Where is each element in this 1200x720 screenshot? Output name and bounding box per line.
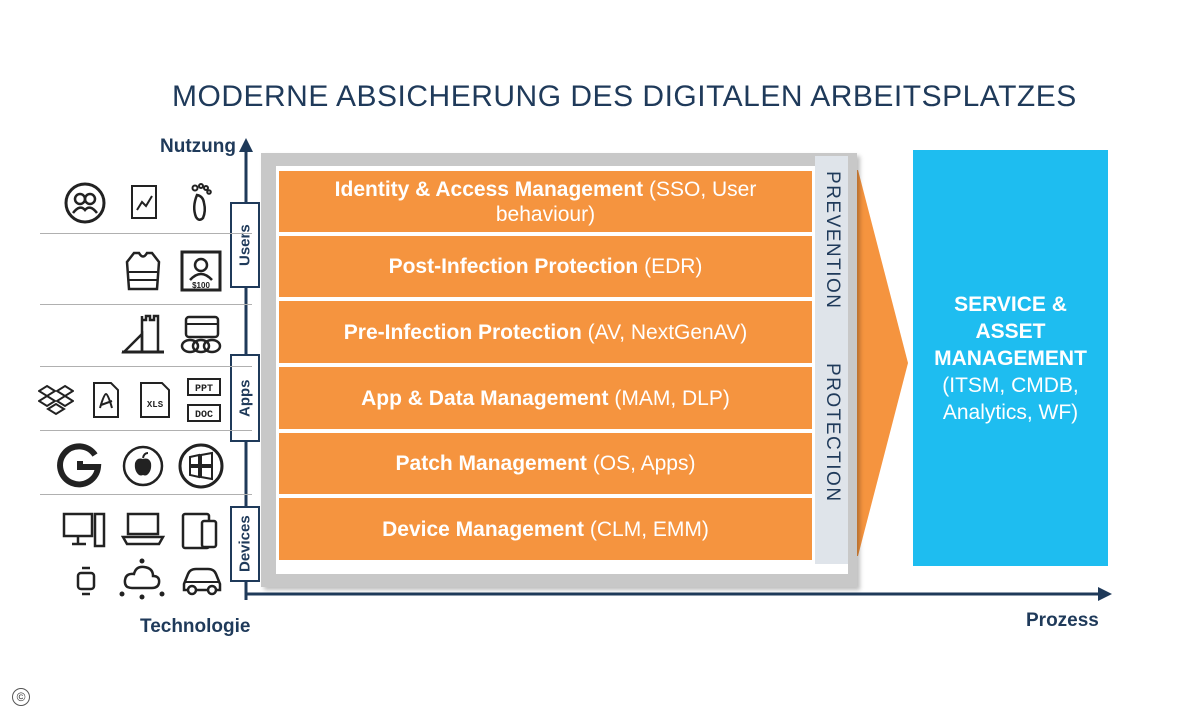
prevention-label: PREVENTION (822, 170, 843, 310)
pdf-file-icon (93, 382, 119, 418)
layer-detail: (SSO, User behaviour) (495, 177, 757, 226)
layer-name: Post-Infection Protection (388, 255, 639, 278)
page-title: MODERNE ABSICHERUNG DES DIGITALEN ARBEIT… (172, 80, 1077, 113)
service-title-line2: ASSET (975, 319, 1046, 343)
desktop-computer-icon (62, 512, 106, 548)
copyright-badge: © (12, 688, 30, 706)
layer-name: Pre-Infection Protection (343, 320, 582, 344)
layer-detail: (CLM, EMM) (589, 517, 709, 541)
row-separator (40, 366, 252, 367)
report-chart-icon (131, 185, 157, 219)
footprint-icon (191, 183, 212, 221)
users-group-icon (64, 182, 106, 224)
layer-detail: (MAM, DLP) (614, 386, 730, 410)
layer-patch: Patch Management (OS, Apps) (279, 433, 812, 494)
price-label: $100 (192, 281, 210, 290)
layer-detail: (OS, Apps) (592, 452, 696, 475)
flow-chevron (850, 170, 908, 556)
x-axis-label-left: Technologie (140, 616, 251, 637)
tab-apps: Apps (230, 354, 260, 442)
laptop-icon (121, 512, 165, 546)
row-separator (40, 494, 252, 495)
y-axis-label: Nutzung (160, 136, 236, 157)
dropbox-icon (38, 384, 74, 416)
layer-device: Device Management (CLM, EMM) (279, 498, 812, 560)
y-axis-arrow (239, 138, 253, 152)
row-separator (40, 430, 252, 431)
vest-icon (125, 251, 161, 291)
tab-devices: Devices (230, 506, 260, 582)
smartwatch-icon (76, 566, 96, 596)
windows-icon (178, 443, 224, 489)
service-title-line1: SERVICE & (954, 292, 1067, 316)
layer-name: Device Management (382, 517, 585, 541)
car-icon (182, 567, 222, 596)
layer-identity-access: Identity & Access Management (SSO, User … (279, 171, 812, 232)
ppt-file-icon: PPT (187, 378, 221, 396)
row-separator (40, 233, 252, 234)
x-axis-arrow (1098, 587, 1112, 601)
prevention-protection-strip (815, 156, 848, 564)
cash-stack-icon (180, 315, 222, 354)
google-icon (57, 443, 102, 488)
ppt-label: PPT (195, 384, 213, 395)
layer-name: Patch Management (395, 452, 587, 475)
layer-pre-infection: Pre-Infection Protection (AV, NextGenAV) (279, 301, 812, 363)
castle-tower-icon (120, 314, 164, 354)
layer-name: Identity & Access Management (334, 177, 644, 201)
apple-icon (122, 445, 164, 487)
layer-detail: (EDR) (644, 255, 703, 278)
layer-detail: (AV, NextGenAV) (587, 320, 748, 344)
tablet-phone-icon (181, 512, 218, 550)
layer-name: App & Data Management (361, 386, 609, 410)
x-axis-label-right: Prozess (1026, 610, 1099, 631)
wanted-poster-icon: $100 (180, 250, 222, 292)
layer-post-infection: Post-Infection Protection (EDR) (279, 236, 812, 297)
xls-file-icon: XLS (140, 382, 170, 418)
doc-label: DOC (195, 410, 213, 421)
service-asset-management-box: SERVICE & ASSET MANAGEMENT (ITSM, CMDB, … (913, 150, 1108, 566)
layer-app-data: App & Data Management (MAM, DLP) (279, 367, 812, 429)
doc-file-icon: DOC (187, 404, 221, 422)
service-title-line3: MANAGEMENT (934, 346, 1087, 370)
tab-users: Users (230, 202, 260, 288)
protection-label: PROTECTION (822, 362, 843, 503)
service-sub-line2: Analytics, WF) (942, 400, 1079, 424)
service-sub-line1: (ITSM, CMDB, (942, 373, 1079, 397)
xls-label: XLS (147, 400, 164, 410)
row-separator (40, 304, 252, 305)
cloud-network-icon (119, 558, 165, 600)
